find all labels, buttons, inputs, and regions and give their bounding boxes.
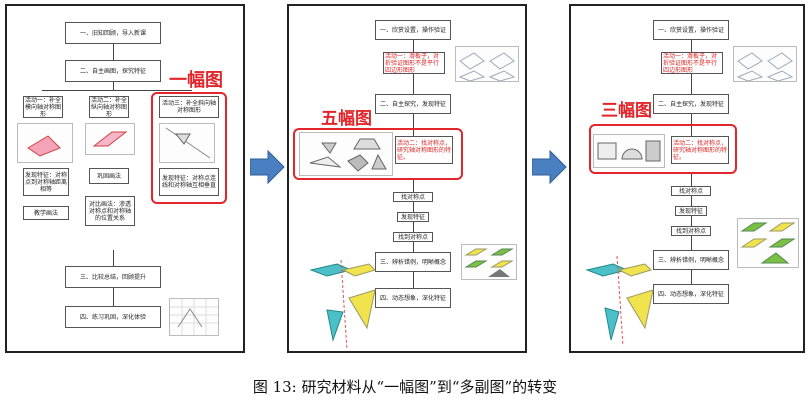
right-item-1: 找对称点 xyxy=(671,186,711,196)
left-step-1: 一、旧知回顾，导入新课 xyxy=(65,22,161,44)
middle-symmetry-figure xyxy=(309,260,376,350)
left-grid-figure xyxy=(169,298,219,336)
figure-caption: 图 13: 研究材料从“一幅图”到“多副图”的转变 xyxy=(252,378,558,396)
right-item-2: 发现特征 xyxy=(675,206,707,216)
panel-left: 一、旧知回顾，导入新课 二、自主画图，探究特征 活动一：补全模向轴对称图形 活动… xyxy=(5,4,245,353)
right-step-2: 二、自主探究，发现特征 xyxy=(653,94,729,114)
right-step-1: 一、欣赏设置，操作验证 xyxy=(653,20,729,40)
middle-step-4: 四、动态想象，深化特征 xyxy=(375,288,451,308)
right-step-4: 四、动态想象，深化特征 xyxy=(653,284,729,304)
arrow-right-icon-2 xyxy=(532,149,567,185)
middle-triangle-figure xyxy=(348,289,376,330)
right-activity-1: 活动一：滑板子，对折验证图形不是平行四边形图形 xyxy=(661,52,723,74)
right-error-figures xyxy=(737,218,799,268)
middle-activity-2: 活动二：找对称点，研究轴对称图形的特征。 xyxy=(395,136,453,164)
left-step-2: 二、自主画图，探究特征 xyxy=(65,60,161,82)
left-step-4: 四、练习巩固，深化体验 xyxy=(65,306,161,328)
right-item-3: 找到对称点 xyxy=(671,226,711,236)
left-figure-3 xyxy=(159,123,215,163)
middle-activity-1: 活动一：滑板子，对折验证图形不是平行四边形图形 xyxy=(383,52,445,74)
middle-five-figures xyxy=(299,132,393,176)
left-highlight-label: 一幅图 xyxy=(169,70,223,91)
right-activity-1-figures xyxy=(733,46,797,82)
left-activity-2: 活动二：补全纵向轴对称图形 xyxy=(89,96,129,118)
middle-error-figures xyxy=(461,244,517,280)
left-figure-1 xyxy=(17,123,73,163)
left-method-2: 对比画法：渗透对称点和对称轴的位置关系 xyxy=(85,196,135,226)
middle-highlight-label: 五幅图 xyxy=(321,109,372,129)
left-activity-1: 活动一：补全模向轴对称图形 xyxy=(23,96,63,118)
middle-step-3: 三、辨析错例，明晰概念 xyxy=(375,252,451,272)
right-triangle-figure xyxy=(626,289,654,330)
middle-item-1: 找对称点 xyxy=(393,192,433,202)
left-finding-3: 发现特征：对称点连线和对称轴互相垂直 xyxy=(159,168,219,196)
middle-item-3: 找到对称点 xyxy=(393,232,433,242)
right-highlight xyxy=(589,124,737,174)
left-figure-2 xyxy=(85,123,135,155)
middle-activity-1-figures xyxy=(455,46,519,82)
right-activity-2: 活动二：找对称点，研究轴对称图形的特征。 xyxy=(671,136,729,164)
left-activity-3: 活动三：补全斜向轴对称图形 xyxy=(159,96,219,118)
left-step-3: 三、比较总结，回顾提升 xyxy=(65,266,161,288)
middle-item-2: 发现特征 xyxy=(397,212,429,222)
middle-step-2: 二、自主探究，发现特征 xyxy=(375,94,451,114)
arrow-right-icon xyxy=(250,149,285,185)
right-step-3: 三、辨析错例，明晰概念 xyxy=(653,250,729,270)
right-highlight-label: 三幅图 xyxy=(601,101,652,121)
right-symmetry-figure xyxy=(585,256,652,346)
middle-highlight xyxy=(293,128,463,180)
left-highlight xyxy=(151,92,227,204)
right-three-figures xyxy=(593,134,665,168)
middle-step-1: 一、欣赏设置，操作验证 xyxy=(375,20,451,40)
left-method-1: 教学画法 xyxy=(23,206,69,220)
left-finding-1: 发现特征：对称点到对称轴距离相等 xyxy=(23,168,69,196)
left-finding-2: 巩固画法 xyxy=(89,168,129,184)
panel-middle: 一、欣赏设置，操作验证 活动一：滑板子，对折验证图形不是平行四边形图形 二、自主… xyxy=(287,4,527,353)
panel-right: 一、欣赏设置，操作验证 活动一：滑板子，对折验证图形不是平行四边形图形 二、自主… xyxy=(569,4,805,353)
